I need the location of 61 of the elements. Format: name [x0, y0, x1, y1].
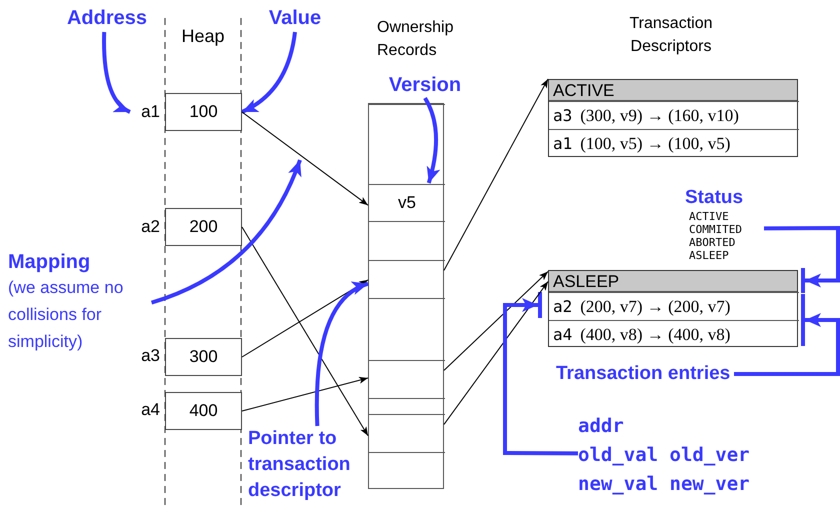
address-label: a2 [553, 296, 572, 318]
address-label: a2 [141, 216, 160, 238]
annotation-label: Address [66, 6, 148, 30]
pointer-arrow [242, 112, 368, 206]
descriptor-table [548, 79, 798, 157]
entry-value: (300, v9) → (160, v10) [580, 104, 739, 127]
address-label: a4 [553, 324, 572, 346]
column-heading: Transaction Descriptors [628, 14, 714, 57]
cell-value: 100 [189, 101, 218, 123]
entry-value: (200, v7) → (200, v7) [580, 296, 730, 318]
heap-cell [165, 208, 242, 246]
pointer-arrow [242, 279, 368, 358]
field-name: addr [578, 414, 625, 439]
cell-value: 200 [189, 216, 218, 238]
column-heading: Heap [180, 25, 226, 48]
address-label: a3 [553, 104, 572, 126]
status-value: ASLEEP [689, 249, 729, 262]
cell-value: 400 [189, 400, 218, 422]
entry-value: (100, v5) → (100, v5) [580, 133, 730, 156]
pointer-arrow [242, 226, 368, 436]
address-label: a1 [141, 101, 160, 123]
descriptor-table [548, 270, 798, 347]
status-value: ACTIVE [689, 210, 729, 223]
callout-arrow [503, 298, 578, 456]
cell-value: v5 [398, 192, 416, 214]
heap-cell [165, 392, 242, 430]
annotation-label: Pointer to transaction descriptor [248, 427, 352, 503]
bracket-bar [801, 268, 805, 293]
address-label: a3 [141, 345, 160, 367]
cell-value: 300 [189, 346, 218, 368]
status-value: COMMITED [689, 223, 742, 236]
callout-arrow [241, 32, 297, 114]
annotation-label: Value [268, 6, 322, 30]
callout-arrow [734, 313, 840, 376]
column-heading: Ownership Records [377, 18, 454, 61]
status-value: ABORTED [689, 236, 736, 249]
bracket-bar [801, 294, 805, 346]
annotation-label: Version [388, 73, 462, 97]
callout-arrow [150, 159, 302, 305]
heap-cell [165, 338, 242, 376]
pointer-arrow [444, 78, 548, 271]
pointer-arrow [444, 271, 548, 371]
callout-arrow [102, 32, 131, 114]
address-label: a4 [141, 399, 160, 421]
callout-arrow [314, 282, 369, 426]
annotation-label: Status [685, 186, 744, 210]
annotation-label: Mapping [8, 250, 92, 274]
annotation-label: Transaction entries [556, 362, 730, 386]
bracket-bar [538, 292, 542, 318]
field-name: new_val new_ver [578, 472, 751, 497]
address-label: a1 [553, 133, 572, 155]
status-header: ASLEEP [549, 271, 797, 292]
callout-arrow [764, 226, 840, 288]
status-header: ACTIVE [549, 80, 797, 101]
heap-cell [165, 93, 242, 131]
field-name: old_val old_ver [578, 443, 751, 468]
callout-arrow [423, 97, 440, 184]
pointer-arrow [242, 376, 368, 412]
pointer-arrow [444, 281, 548, 425]
annotation-note: (we assume no collisions for simplicity) [8, 277, 124, 353]
entry-value: (400, v8) → (400, v8) [580, 324, 730, 346]
